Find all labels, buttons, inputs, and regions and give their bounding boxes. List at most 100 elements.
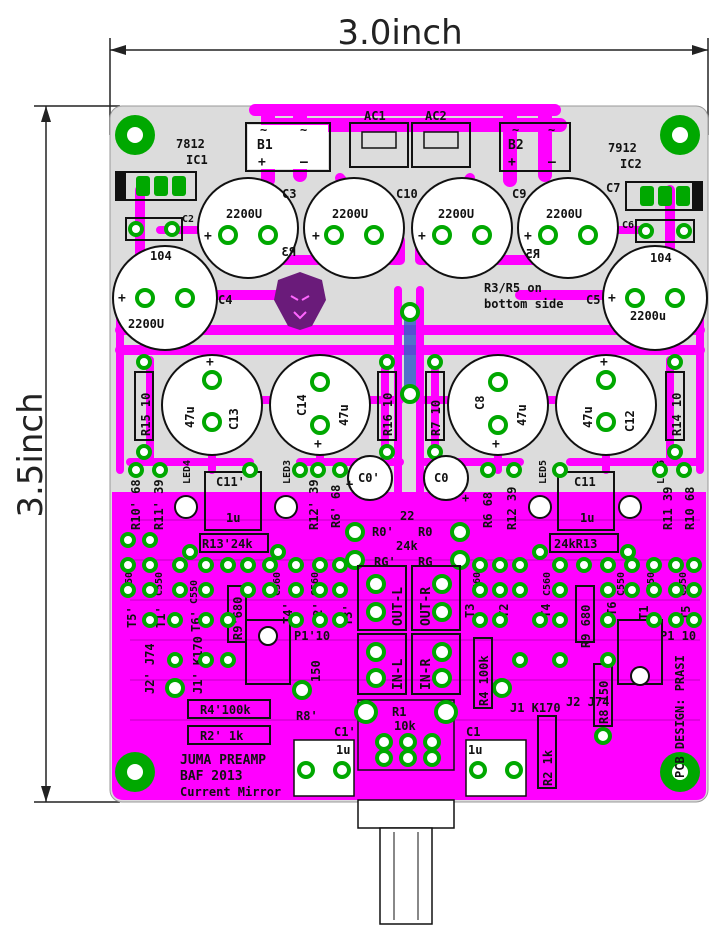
mounting-hole-bottom-left [115,752,155,792]
solder-pad [288,612,304,628]
resistor-r16: R16 10 [377,354,397,460]
svg-text:2200U: 2200U [332,207,368,221]
solder-pad [172,557,188,573]
solder-pad [270,544,286,560]
solder-pad [512,557,528,573]
solder-pad [472,612,488,628]
solder-pad [120,582,136,598]
board-designer: PCB DESIGN: PRASI [673,655,687,778]
solder-pad [600,582,616,598]
svg-text:+: + [258,155,266,170]
r3-label: R3 [282,245,296,259]
solder-pad [262,582,278,598]
capacitor-c1: C1 1u [465,725,527,797]
capacitor-c6: 104 C6 C7 [606,181,695,265]
solder-pad [512,582,528,598]
solder-pad [220,612,236,628]
regulator-ic2: 7912 IC2 [608,141,703,211]
svg-text:2200u: 2200u [630,309,666,323]
svg-text:R2' 1k: R2' 1k [200,729,244,743]
solder-pad [198,652,214,668]
svg-text:C1: C1 [466,725,480,739]
svg-text:+: + [314,437,322,452]
pad-grid [120,462,702,668]
svg-text:+: + [508,155,516,170]
svg-text:24kR13: 24kR13 [554,537,597,551]
solder-pad [620,544,636,560]
solder-pad [676,462,692,478]
mounting-hole-top-right [660,115,700,155]
solder-pad [182,544,198,560]
solder-pad [480,462,496,478]
resistor-r7: R7 10 [425,354,445,460]
svg-text:R0: R0 [418,525,432,539]
svg-text:47u: 47u [337,404,351,426]
svg-text:IC2: IC2 [620,157,642,171]
led4: LED4 [174,460,198,519]
svg-text:C9: C9 [512,187,526,201]
svg-text:R5: R5 [526,247,540,261]
solder-pad [198,612,214,628]
capacitor-c0p: C0' + [346,455,393,501]
note-line2: bottom side [484,297,563,311]
svg-text:C550: C550 [616,572,627,596]
svg-text:C5: C5 [586,293,600,307]
solder-pad [492,612,508,628]
solder-pad [167,652,183,668]
svg-text:C3: C3 [282,187,296,201]
svg-text:OUT-L: OUT-L [391,587,406,626]
svg-text:LED5: LED5 [538,460,549,484]
solder-pad [142,582,158,598]
solder-pad [262,557,278,573]
svg-text:1u: 1u [468,743,482,757]
solder-pad [292,462,308,478]
mounting-holes [115,115,700,792]
svg-text:1u: 1u [580,511,594,525]
svg-text:IN-R: IN-R [419,659,434,690]
solder-pad [532,544,548,560]
solder-pad [506,462,522,478]
svg-text:LED3: LED3 [282,460,293,484]
solder-pad [332,462,348,478]
svg-text:+: + [346,477,353,491]
resistor-r4p: R4'100k [187,699,271,719]
solder-pad [492,582,508,598]
solder-pad [167,612,183,628]
capacitor-c9: 2200U C9 + [512,177,619,279]
resistor-labels-left: R10' 68 R11' 39 R12' 39 R6' 68 [129,479,343,530]
svg-text:R13'24k: R13'24k [202,537,253,551]
solder-pad [240,557,256,573]
solder-pad [668,582,684,598]
capacitor-c5: 2200u C5 + [586,245,708,351]
solder-pad [668,612,684,628]
width-label: 3.0inch [337,13,462,53]
capacitor-c12: 47u C12 + [555,354,657,456]
svg-text:R10 68: R10 68 [683,487,697,530]
solder-pad [142,557,158,573]
resistor-r13p: R13'24k [199,533,269,553]
solder-pad [600,557,616,573]
solder-pad [142,532,158,548]
resistor-r2p: R2' 1k [187,725,271,745]
svg-text:C4: C4 [218,293,232,307]
svg-text:1u: 1u [226,511,240,525]
capacitor-c0: C0 + [423,455,469,505]
svg-text:R15 10: R15 10 [139,393,153,436]
bridge-rectifier-b2: B2 + – ~ ~ [499,122,571,172]
regulator-ic1: 7812 IC1 [115,137,208,201]
connector-out-l: OUT-L [357,565,407,631]
solder-pad [686,612,702,628]
led3: LED3 [274,460,298,519]
connector-ac1: AC1 [349,109,409,168]
resistor-r4: R4 100k [473,637,493,709]
pot-body [357,799,455,925]
svg-text:+: + [492,437,500,452]
svg-text:C14: C14 [295,394,309,416]
svg-text:AC2: AC2 [425,109,447,123]
bridge-rectifier-b1: B1 + – ~ ~ [245,122,331,172]
svg-text:R8': R8' [296,709,318,723]
svg-text:P1'10: P1'10 [294,629,330,643]
svg-text:P1 10: P1 10 [660,629,696,643]
solder-pad [552,612,568,628]
